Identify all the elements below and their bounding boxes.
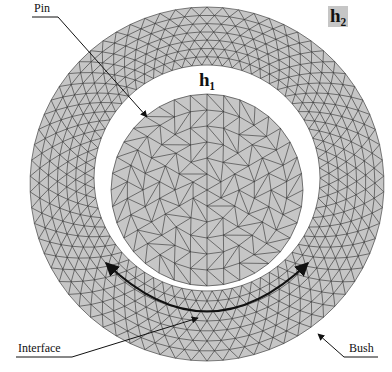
part-label: Pin <box>34 2 50 15</box>
leader-line <box>58 17 147 117</box>
bush-region <box>30 7 384 361</box>
leader-line <box>318 334 344 357</box>
leader-line <box>72 318 198 357</box>
leader-line <box>16 357 72 358</box>
part-label: Bush <box>349 342 374 355</box>
gap-label: h₁ <box>199 70 215 91</box>
interface-arc-arrow <box>106 263 308 312</box>
mesh-lines <box>30 7 384 361</box>
part-label: Interface <box>18 342 61 355</box>
leader-line <box>32 17 58 18</box>
leader-line <box>344 357 378 358</box>
dimension-label: h₂ <box>328 6 348 27</box>
